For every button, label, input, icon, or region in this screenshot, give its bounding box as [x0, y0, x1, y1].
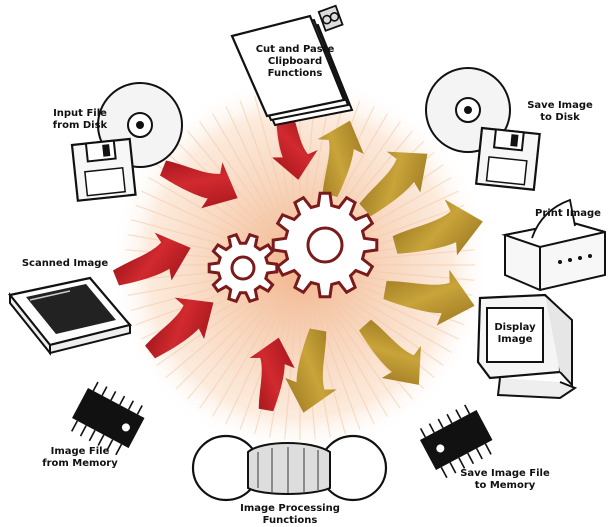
- chip-input-icon: [70, 381, 145, 456]
- chip-output-icon: [419, 404, 493, 479]
- monitor-icon: [476, 293, 578, 400]
- clipboard-icon: [230, 4, 354, 127]
- disk-output-icon: [425, 67, 541, 191]
- printer-icon: [501, 198, 606, 292]
- scanner-icon: [8, 276, 132, 356]
- disk-input-icon: [70, 82, 183, 202]
- image-processing-icon: [191, 434, 388, 502]
- gears: [207, 191, 379, 304]
- label-print-image: Print Image: [535, 208, 601, 219]
- label-scanned-image: Scanned Image: [21, 258, 109, 269]
